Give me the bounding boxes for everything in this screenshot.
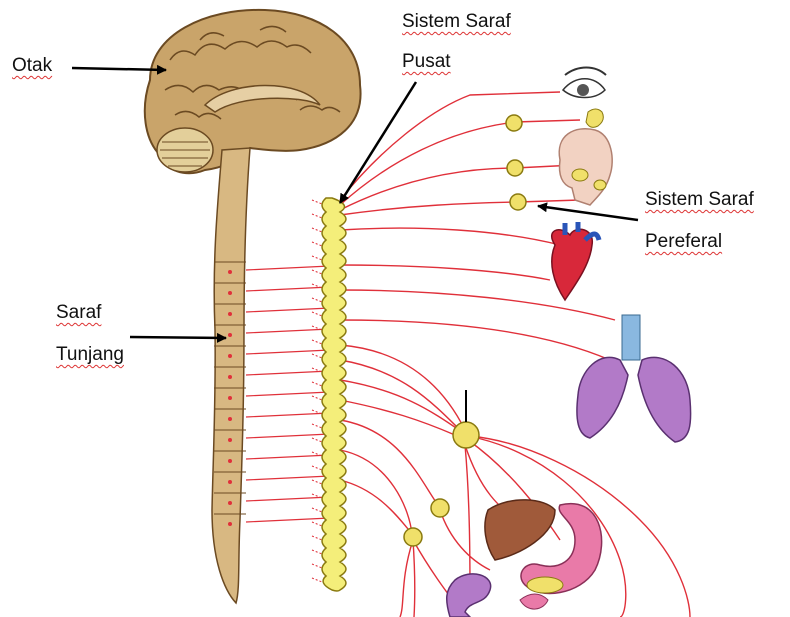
eye-icon	[563, 68, 606, 98]
spinal-cord-side-view	[212, 148, 250, 603]
label-sistem-saraf-pereferal-line2: Pereferal	[645, 232, 722, 251]
heart-icon	[552, 222, 599, 300]
label-saraf-tunjang-line1: Saraf	[56, 303, 101, 322]
arrow-saraf-tunjang	[130, 337, 226, 338]
label-saraf-tunjang-line2: Tunjang	[56, 345, 124, 364]
label-otak: Otak	[12, 56, 52, 75]
spinal-cord-front-view	[312, 198, 346, 591]
label-sistem-saraf-pusat-line2: Pusat	[402, 52, 451, 71]
arrow-pereferal	[538, 206, 638, 220]
cerebellum	[157, 128, 213, 172]
brain-illustration	[145, 10, 361, 173]
lungs-icon	[577, 315, 691, 442]
liver-icon	[485, 500, 555, 560]
label-sistem-saraf-pusat-line1: Sistem Saraf	[402, 12, 511, 31]
head-icon	[559, 109, 612, 205]
label-sistem-saraf-pereferal-line1: Sistem Saraf	[645, 190, 754, 209]
